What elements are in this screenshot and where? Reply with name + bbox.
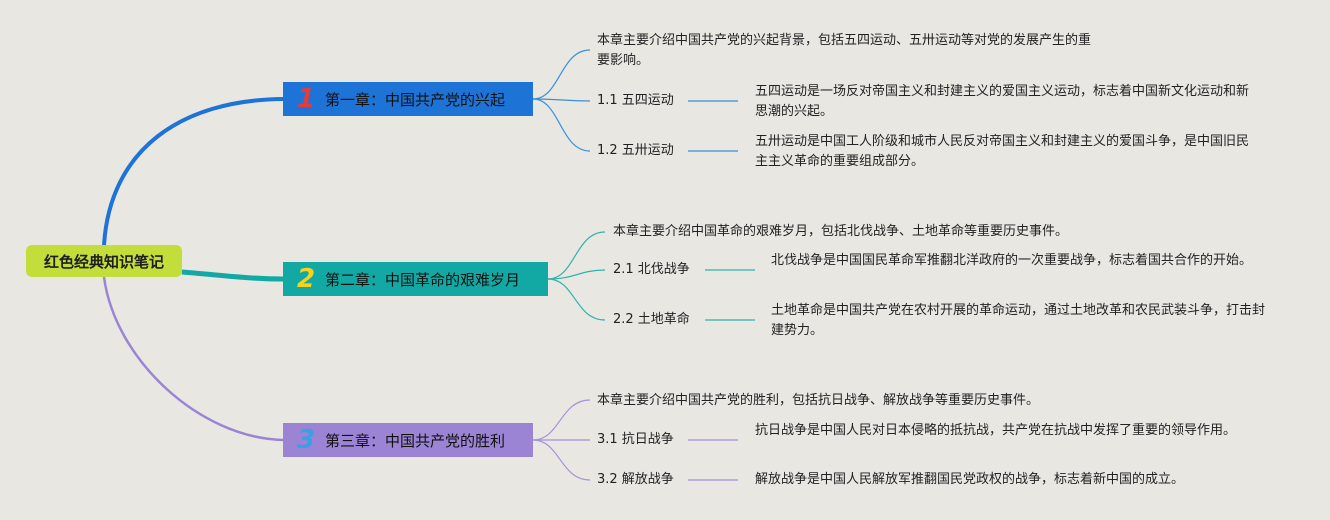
chapter-2-intro[interactable]: 本章主要介绍中国革命的艰难岁月，包括北伐战争、土地革命等重要历史事件。 [613,224,1069,239]
chapter-2-sub-1-desc[interactable]: 北伐战争是中国国民革命军推翻北洋政府的一次重要战争，标志着国共合作的开始。 [771,253,1253,268]
chapter-3-sub-1-desc[interactable]: 抗日战争是中国人民对日本侵略的抵抗战，共产党在抗战中发挥了重要的领导作用。 [755,423,1237,438]
chapter-1-sub-1-desc[interactable]: 五四运动是一场反对帝国主义和封建主义的爱国主义运动，标志着中国新文化运动和新思潮… [755,84,1250,119]
chapter-2-sub-2[interactable]: 2.2 土地革命 [613,312,690,327]
chapter-2-sub-1[interactable]: 2.1 北伐战争 [613,262,690,277]
chapter-3-number-icon: 3 [296,425,316,455]
connector-root-ch1 [102,97,284,246]
chapter-1-intro[interactable]: 本章主要介绍中国共产党的兴起背景，包括五四运动、五卅运动等对党的发展产生的重要影… [597,33,1092,68]
connector-root-ch3 [102,276,284,442]
chapter-2-title: 第二章：中国革命的艰难岁月 [325,270,521,289]
connector-ch3-intro [532,399,591,441]
chapter-3-sub-2[interactable]: 3.2 解放战争 [597,472,674,487]
chapter-3-intro[interactable]: 本章主要介绍中国共产党的胜利，包括抗日战争、解放战争等重要历史事件。 [597,393,1040,408]
connector-ch2-sub1 [547,269,606,280]
chapter-1-sub-2[interactable]: 1.2 五卅运动 [597,143,674,158]
chapter-1-node[interactable]: 1 第一章：中国共产党的兴起 [283,82,533,116]
connector-ch2-sub2 [547,278,606,321]
chapter-3-title: 第三章：中国共产党的胜利 [325,431,506,450]
chapter-2-sub-2-desc[interactable]: 土地革命是中国共产党在农村开展的革命运动，通过土地改革和农民武装斗争，打击封建势… [771,303,1266,338]
chapter-3-sub-1[interactable]: 3.1 抗日战争 [597,432,674,447]
chapter-1-number-icon: 1 [296,84,316,114]
chapter-1-title: 第一章：中国共产党的兴起 [325,90,506,109]
chapter-3-sub-2-desc[interactable]: 解放战争是中国人民解放军推翻国民党政权的战争，标志着新中国的成立。 [755,472,1185,487]
chapter-2-number-icon: 2 [296,264,316,294]
connector-ch1-sub2 [532,98,591,152]
root-node[interactable]: 红色经典知识笔记 [26,245,182,277]
chapter-3-node[interactable]: 3 第三章：中国共产党的胜利 [283,423,533,457]
chapter-1-sub-2-desc[interactable]: 五卅运动是中国工人阶级和城市人民反对帝国主义和封建主义的爱国斗争，是中国旧民主主… [755,134,1250,169]
connector-ch3-sub2 [532,439,591,481]
connector-ch1-intro [532,49,591,100]
connector-root-ch2 [181,269,284,282]
connector-ch1-sub1 [532,98,591,102]
chapter-1-sub-1[interactable]: 1.1 五四运动 [597,93,674,108]
root-label: 红色经典知识笔记 [43,252,164,271]
chapter-2-node[interactable]: 2 第二章：中国革命的艰难岁月 [283,262,548,296]
connector-ch2-intro [547,231,606,280]
